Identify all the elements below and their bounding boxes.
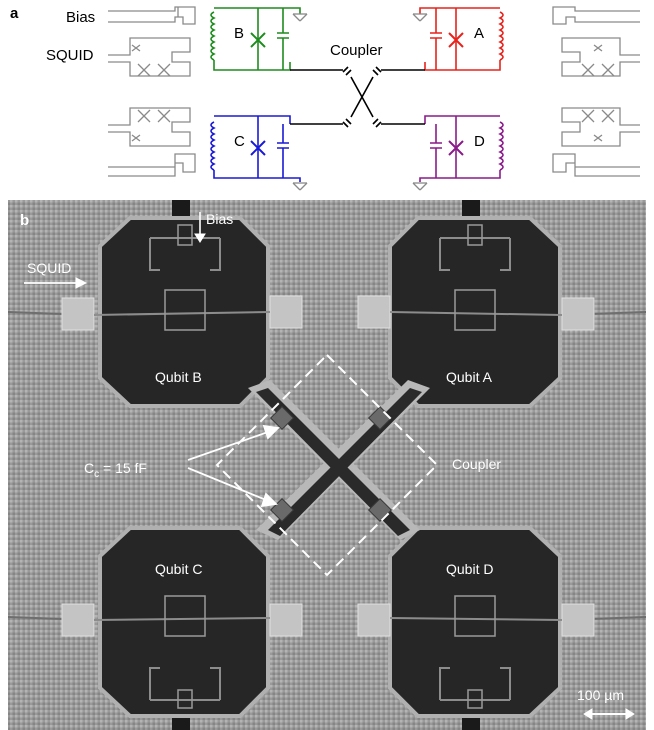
qubit-c-photo-label: Qubit C (155, 561, 202, 577)
qubit-b-label: B (234, 25, 244, 42)
ground-d (412, 182, 428, 191)
ground-b (292, 13, 308, 22)
pocket-wiring (93, 237, 563, 701)
qubit-a-pocket (388, 216, 562, 408)
qubit-d-photo-label: Qubit D (446, 561, 493, 577)
coupler-outline (215, 353, 439, 577)
bias-photo-label: Bias (206, 211, 233, 227)
ground-a (412, 13, 428, 22)
coupler-label: Coupler (330, 42, 383, 59)
qubit-d-label: D (474, 133, 485, 150)
scale-bar (583, 708, 635, 720)
ground-c (292, 182, 308, 191)
squid-arrow (24, 277, 88, 289)
squid-label: SQUID (46, 47, 94, 64)
cc-label-sub: c (94, 469, 99, 480)
side-pads (61, 295, 595, 637)
bias-arrow (194, 212, 206, 243)
qubit-c-circuit (210, 115, 301, 182)
panel-b: b Bias SQUID Qubit B Qubit A Qubit C Qub… (8, 200, 646, 730)
panel-a-letter: a (10, 5, 19, 22)
cc-label-value: = 15 fF (99, 460, 147, 476)
coupler-circuit (290, 66, 425, 128)
qubit-a-label: A (474, 25, 484, 42)
coupler-cross (248, 380, 430, 540)
qubit-b-circuit (210, 7, 301, 71)
qubit-a-circuit (419, 7, 504, 71)
scale-bar-label: 100 µm (577, 687, 624, 703)
control-lines-bottom-right (552, 107, 640, 177)
cc-arrows (187, 424, 280, 508)
qubit-d-pocket (388, 526, 562, 718)
cc-label: Cc = 15 fF (84, 460, 147, 480)
squid-structures (164, 224, 496, 709)
qubit-d-circuit (419, 115, 504, 182)
panel-a: a (10, 5, 640, 191)
qubit-c-label: C (234, 133, 245, 150)
control-lines-top-left (108, 6, 196, 77)
squid-photo-label: SQUID (27, 260, 71, 276)
panel-b-letter: b (20, 212, 29, 229)
cc-label-main: C (84, 460, 94, 476)
qubit-b-pocket (98, 216, 270, 408)
bias-label: Bias (66, 9, 95, 26)
qubit-a-photo-label: Qubit A (446, 369, 493, 385)
control-lines-top-right (552, 6, 640, 77)
qubit-b-photo-label: Qubit B (155, 369, 202, 385)
coupler-photo-label: Coupler (452, 456, 501, 472)
control-lines-bottom-left (108, 107, 196, 177)
qubit-c-pocket (98, 526, 270, 718)
